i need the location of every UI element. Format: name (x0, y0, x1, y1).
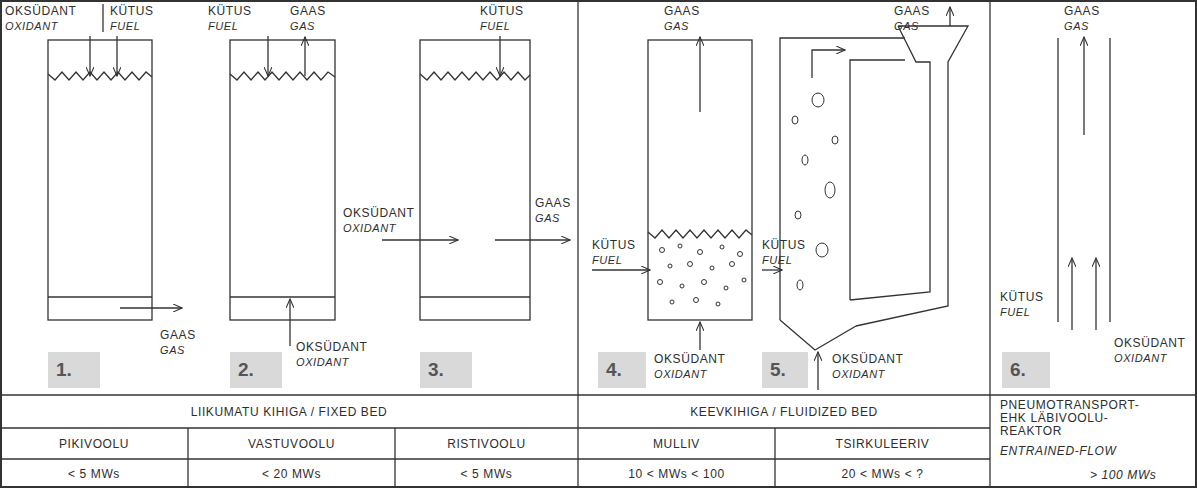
label-en: GAS (290, 19, 315, 33)
callout-text: 1. (56, 359, 72, 381)
label-et: KÜTUS (110, 4, 154, 18)
label-en: FUEL (208, 19, 239, 33)
table-cell: RISTIVOOLU (395, 437, 578, 451)
table-cell: PNEUMOTRANSPORT- EHK LÄBIVOOLU- REAKTOR (1000, 399, 1150, 438)
table-cell: TSIRKULEERIV (775, 437, 990, 451)
table-cell: PIKIVOOLU (0, 437, 188, 451)
label-en: OXIDANT (343, 221, 396, 235)
callout-text: 4. (606, 359, 622, 381)
callout-number: 4. (598, 352, 646, 388)
label-et: GAAS (535, 196, 571, 210)
label-et: GAAS (1064, 4, 1100, 18)
callout-number: 3. (420, 352, 472, 388)
label-et: KÜTUS (208, 4, 252, 18)
table-cell: 20 < MWs < ? (775, 467, 990, 481)
label-en: OXIDANT (5, 19, 58, 33)
table-cell: < 5 MWs (0, 467, 188, 481)
label-et: OKSÜDANT (1114, 336, 1185, 350)
label-et: KÜTUS (480, 4, 524, 18)
label-en: FUEL (1000, 305, 1031, 319)
label-en: GAS (1064, 19, 1089, 33)
label-en: OXIDANT (1114, 351, 1167, 365)
label-et: OKSÜDANT (296, 340, 367, 354)
table-cell: < 5 MWs (395, 467, 578, 481)
label-en: OXIDANT (654, 367, 707, 381)
label-en: FUEL (592, 253, 623, 267)
table-cell: < 20 MWs (188, 467, 395, 481)
callout-text: 2. (238, 359, 254, 381)
label-en: GAS (664, 19, 689, 33)
table-cell: ENTRAINED-FLOW (1000, 444, 1116, 458)
callout-number: 2. (230, 352, 282, 388)
label-en: FUEL (480, 19, 511, 33)
label-et: OKSÜDANT (343, 206, 414, 220)
label-et: GAAS (290, 4, 326, 18)
label-en: GAS (535, 211, 560, 225)
callout-text: 5. (770, 359, 786, 381)
label-et: KÜTUS (592, 238, 636, 252)
label-et: GAAS (160, 328, 196, 342)
callout-number: 6. (1002, 352, 1050, 388)
label-et: KÜTUS (762, 238, 806, 252)
label-en: GAS (160, 343, 185, 357)
label-et: GAAS (894, 4, 930, 18)
table-cell: 10 < MWs < 100 (578, 467, 775, 481)
table-cell: MULLIV (578, 437, 775, 451)
table-cell: LIIKUMATU KIHIGA / FIXED BED (0, 405, 578, 419)
callout-number: 1. (48, 352, 100, 388)
label-en: GAS (894, 19, 919, 33)
label-et: OKSÜDANT (832, 352, 903, 366)
label-et: OKSÜDANT (654, 352, 725, 366)
label-en: FUEL (110, 19, 141, 33)
label-et: OKSÜDANT (5, 4, 76, 18)
callout-number: 5. (762, 352, 808, 388)
table-cell: > 100 MWs (1090, 468, 1156, 482)
label-en: FUEL (762, 253, 793, 267)
label-en: OXIDANT (832, 367, 885, 381)
table-cell: KEEVKIHIGA / FLUIDIZED BED (578, 405, 990, 419)
label-et: KÜTUS (1000, 290, 1044, 304)
table-cell: VASTUVOOLU (188, 437, 395, 451)
callout-text: 3. (428, 359, 444, 381)
label-et: GAAS (664, 4, 700, 18)
callout-text: 6. (1010, 359, 1026, 381)
label-en: OXIDANT (296, 355, 349, 369)
